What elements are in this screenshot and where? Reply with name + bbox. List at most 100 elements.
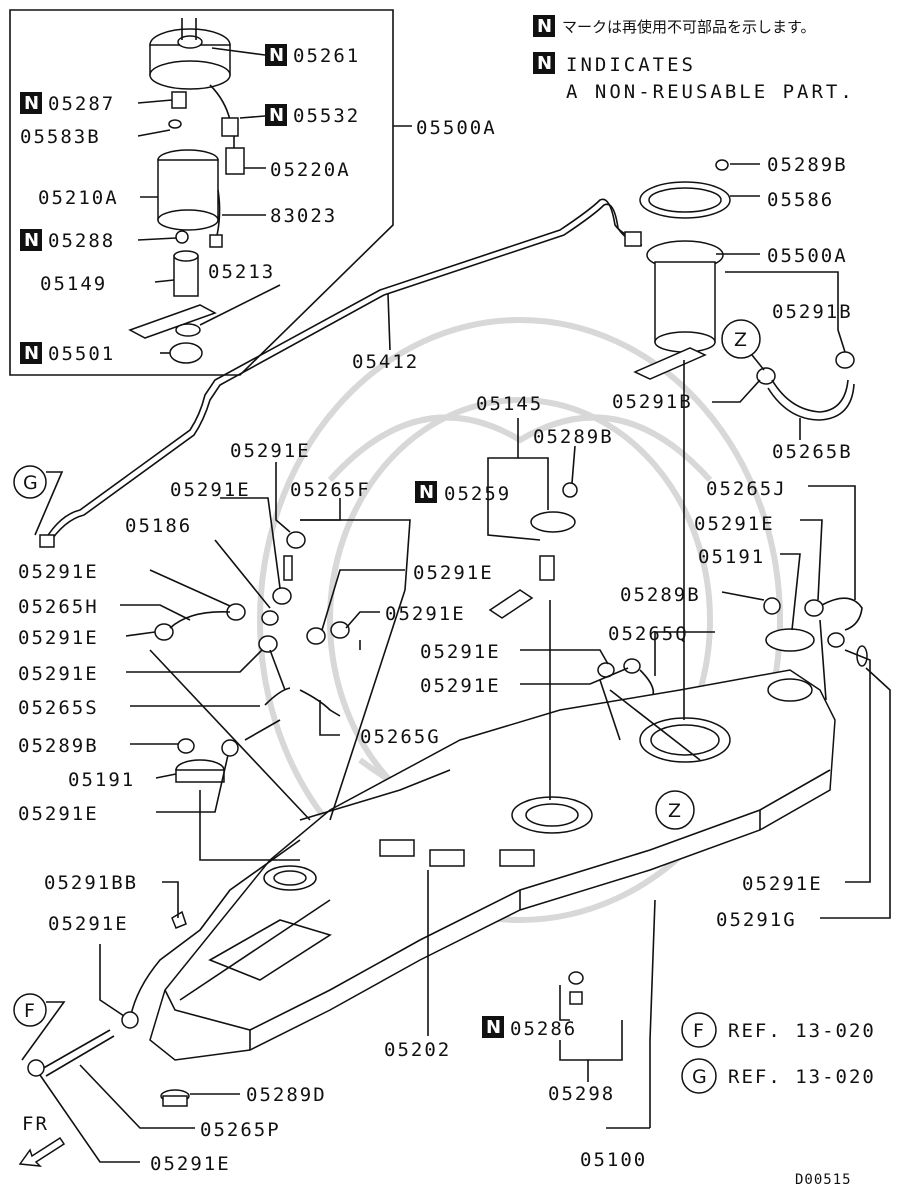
fuel-pump-module-main-drawing [633, 159, 855, 421]
n-mark-05286-letter: N [486, 1017, 501, 1038]
callout-g-group: G [13, 465, 64, 536]
n-mark-05501-letter: N [24, 343, 39, 364]
label-05291E-7: 05291E [18, 663, 99, 685]
label-05291E-12: 05291E [48, 913, 129, 935]
label-05291E-8: 05291E [18, 803, 99, 825]
front-arrow: FR [18, 1113, 66, 1167]
ref-letter-f: F [693, 1020, 704, 1042]
label-05265G: 05265G [360, 726, 441, 748]
callout-z2-group: Z [655, 790, 695, 830]
label-05291E-11: 05291E [420, 675, 501, 697]
label-05291E-9: 05291E [694, 513, 775, 535]
label-05261: 05261 [293, 45, 360, 67]
callout-label-z2: Z [668, 800, 681, 822]
n-mark-letter-2: N [537, 53, 552, 74]
callout-label-z1: Z [734, 329, 747, 351]
ref-circle-f [681, 1012, 717, 1048]
label-05291B-b: 05291B [612, 391, 693, 413]
n-mark-05288 [20, 229, 42, 251]
ref-letter-g: G [692, 1066, 707, 1088]
n-mark-letter: N [537, 16, 552, 37]
fuel-line-drawing [39, 198, 643, 548]
legend-english-line1: INDICATES [566, 54, 696, 76]
callout-circle-z2 [655, 790, 695, 830]
label-05220A: 05220A [270, 159, 351, 181]
label-05500A: 05500A [767, 245, 848, 267]
label-05265Q: 05265Q [608, 623, 689, 645]
fuel-pump-module-drawing [128, 18, 245, 364]
callout-circle-f [13, 993, 47, 1027]
label-05265S: 05265S [18, 697, 99, 719]
label-05291E-4: 05291E [413, 562, 494, 584]
n-mark-05286 [482, 1016, 504, 1038]
label-05291E-1: 05291E [230, 440, 311, 462]
label-05291E-5: 05291E [385, 603, 466, 625]
n-mark-05259-letter: N [419, 482, 434, 503]
n-mark-box [533, 15, 555, 37]
label-05500A-inset: 05500A [416, 117, 497, 139]
n-mark-05287-letter: N [24, 93, 39, 114]
callout-z1-group: Z [721, 319, 765, 371]
n-mark-05288-letter: N [24, 230, 39, 251]
label-05291E-10: 05291E [420, 641, 501, 663]
label-05289B-top: 05289B [767, 154, 848, 176]
legend-english-line2: A NON-REUSABLE PART. [566, 81, 855, 103]
label-05265F: 05265F [290, 479, 371, 501]
references: F REF. 13-020 G REF. 13-020 [681, 1012, 876, 1094]
label-05191-right: 05191 [698, 546, 765, 568]
label-05291E-6: 05291E [18, 627, 99, 649]
n-mark-05532 [265, 104, 287, 126]
inset-leader-lines [137, 47, 281, 354]
label-05265H: 05265H [18, 596, 99, 618]
label-05265P: 05265P [200, 1119, 281, 1141]
label-05265B: 05265B [772, 441, 853, 463]
label-05291BB: 05291BB [44, 872, 138, 894]
callout-label-f: F [24, 1000, 35, 1022]
label-05586: 05586 [767, 189, 834, 211]
label-05291B-a: 05291B [772, 301, 853, 323]
label-05291E-13: 05291E [742, 873, 823, 895]
label-05501: 05501 [48, 343, 115, 365]
inset-labels: N 05261 N 05287 N 05532 05500A 05583B 05… [20, 44, 497, 365]
diagram-code: D00515 [795, 1172, 852, 1187]
legend-japanese-note: マークは再使用不可部品を示します。 [562, 18, 816, 36]
front-arrow-icon [18, 1136, 66, 1167]
main-labels: 05289B 05586 05500A 05291B 05412 05291B … [18, 154, 853, 1175]
label-05289B-left: 05289B [18, 735, 99, 757]
n-mark-05259 [415, 481, 437, 503]
label-05202: 05202 [384, 1039, 451, 1061]
callout-circle-g [13, 465, 47, 499]
label-05149: 05149 [40, 273, 107, 295]
legend: N マークは再使用不可部品を示します。 N INDICATES A NON-RE… [533, 15, 855, 103]
label-05298: 05298 [548, 1083, 615, 1105]
label-05291G: 05291G [716, 909, 797, 931]
label-05186: 05186 [125, 515, 192, 537]
fr-label: FR [22, 1113, 49, 1135]
label-05210A: 05210A [38, 187, 119, 209]
label-05532: 05532 [293, 105, 360, 127]
inset-box [9, 9, 412, 376]
callout-f-group: F [13, 993, 66, 1061]
n-mark-05501 [20, 342, 42, 364]
label-05265J: 05265J [706, 478, 787, 500]
label-05289B-mid: 05289B [533, 426, 614, 448]
label-05583B: 05583B [20, 126, 101, 148]
label-05288: 05288 [48, 230, 115, 252]
label-05213: 05213 [208, 261, 275, 283]
n-mark-05261-letter: N [269, 45, 284, 66]
label-05412: 05412 [352, 351, 419, 373]
label-05286: 05286 [510, 1018, 577, 1040]
n-mark-box-2 [533, 52, 555, 74]
label-05191-left: 05191 [68, 769, 135, 791]
label-83023: 83023 [270, 205, 337, 227]
label-05287: 05287 [48, 93, 115, 115]
ref-g-text: REF. 13-020 [728, 1066, 876, 1088]
n-mark-05261 [265, 44, 287, 66]
label-05291E-3: 05291E [18, 561, 99, 583]
ref-f-text: REF. 13-020 [728, 1020, 876, 1042]
label-05289B-right: 05289B [620, 584, 701, 606]
main-leader-lines [39, 163, 891, 1163]
label-05100: 05100 [580, 1149, 647, 1171]
label-05289D: 05289D [246, 1084, 327, 1106]
